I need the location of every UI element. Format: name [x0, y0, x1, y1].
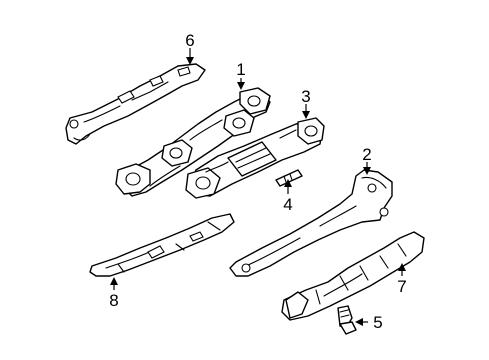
- exhaust-manifold: [115, 87, 271, 197]
- callout-7: 7: [397, 277, 406, 296]
- callout-1: 1: [236, 60, 245, 79]
- callout-5: 5: [373, 313, 382, 332]
- callout-3-arrow: [302, 111, 310, 119]
- callout-6-arrow: [186, 57, 194, 65]
- callout-8-arrow: [110, 277, 118, 285]
- callout-2: 2: [362, 145, 371, 164]
- leader-lines: [110, 48, 406, 326]
- heat-shield-right: [281, 231, 425, 321]
- callout-4-arrow: [284, 179, 292, 187]
- callout-4: 4: [283, 195, 292, 214]
- heat-shield-lower-left: [89, 213, 235, 277]
- exhaust-manifold-right: [229, 169, 393, 277]
- heat-shield-upper-left: [65, 63, 206, 145]
- stud: [275, 169, 303, 187]
- catalytic-converter: [185, 117, 325, 199]
- callout-5-arrow: [355, 318, 363, 326]
- callout-6: 6: [185, 31, 194, 50]
- callout-7-arrow: [398, 263, 406, 271]
- callout-8: 8: [109, 291, 118, 310]
- callout-3: 3: [301, 87, 310, 106]
- callout-1-arrow: [237, 82, 245, 90]
- bolt: [337, 305, 357, 335]
- callout-2-arrow: [363, 167, 371, 175]
